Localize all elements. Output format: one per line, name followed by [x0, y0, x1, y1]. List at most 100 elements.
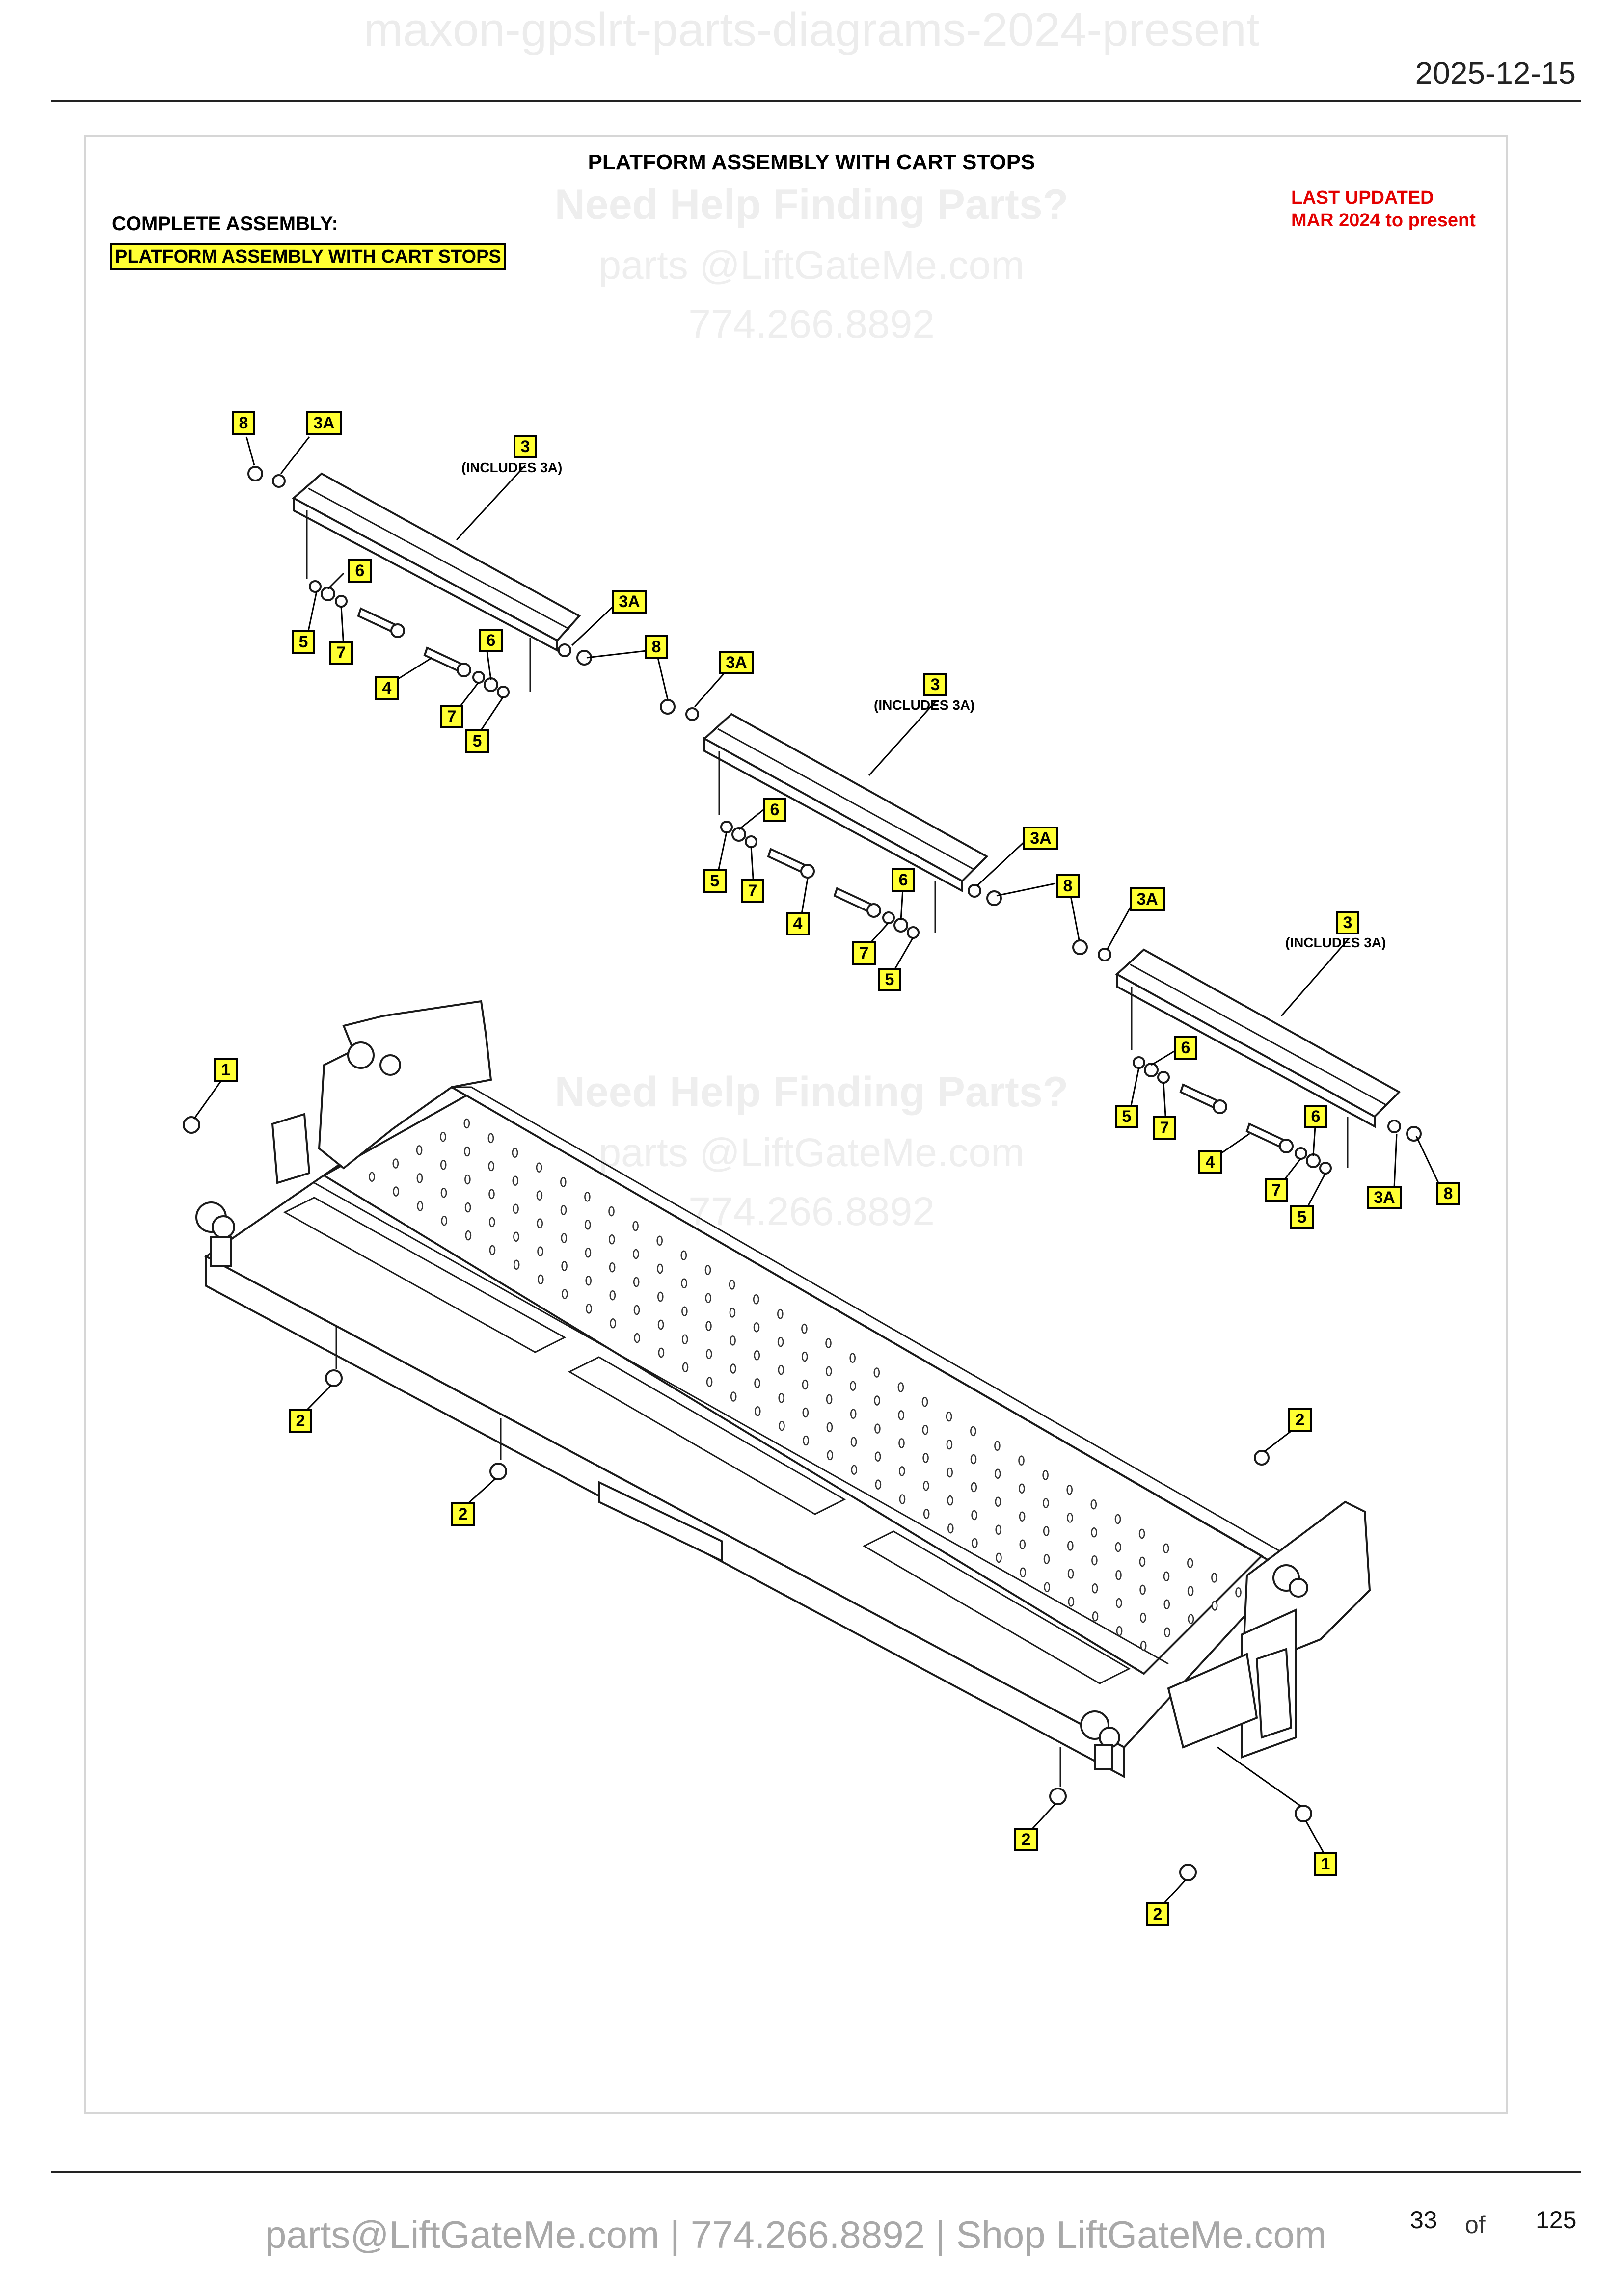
deck-tread-dot [754, 1350, 760, 1361]
deck-tread-dot [753, 1322, 760, 1333]
deck-tread-dot [1140, 1640, 1147, 1651]
watermark-email-top: parts @LiftGateMe.com [598, 243, 1025, 288]
callout-2: 2 [289, 1409, 312, 1433]
deck-tread-dot [1020, 1567, 1026, 1577]
callout-7: 7 [741, 879, 764, 903]
deck-tread-dot [970, 1454, 977, 1465]
callout-7: 7 [1265, 1178, 1288, 1202]
deck-tread-dot [633, 1277, 640, 1287]
deck-tread-dot [513, 1231, 519, 1242]
deck-tread-dot [802, 1379, 809, 1390]
callout-8: 8 [1056, 874, 1080, 898]
svg-text:7: 7 [337, 643, 346, 662]
deck-tread-dot [416, 1145, 423, 1155]
deck-tread-dot [1187, 1586, 1194, 1596]
callout-5: 5 [1290, 1205, 1314, 1229]
deck-tread-dot [489, 1217, 495, 1228]
svg-text:3: 3 [931, 675, 940, 694]
deck-tread-dot [826, 1394, 833, 1405]
deck-tread-dot [561, 1233, 568, 1243]
deck-tread-dot [488, 1161, 494, 1172]
deck-tread-dot [513, 1259, 520, 1270]
deck-tread-dot [536, 1190, 543, 1201]
deck-tread-dot [1187, 1558, 1193, 1568]
watermark-phone-top: 774.266.8892 [688, 302, 935, 347]
svg-text:7: 7 [748, 881, 757, 900]
page-of: of [1465, 2211, 1486, 2239]
deck-tread-dot [850, 1381, 856, 1391]
deck-tread-dot [874, 1395, 880, 1406]
deck-tread-dot [825, 1338, 832, 1349]
deck-tread-dot [971, 1510, 977, 1521]
deck-tread-dot [464, 1174, 471, 1185]
deck-tread-dot [1092, 1611, 1099, 1622]
platform-body [195, 1000, 1371, 1787]
svg-text:3: 3 [521, 437, 530, 456]
deck-tread-dot [682, 1362, 689, 1373]
deck-tread-dot [584, 1192, 591, 1202]
deck-tread-dot [416, 1173, 423, 1183]
callout-8: 8 [232, 411, 255, 435]
deck-tread-dot [850, 1409, 857, 1419]
cart-stop-middle [703, 713, 989, 933]
complete-assembly-label: COMPLETE ASSEMBLY: [112, 213, 338, 235]
deck-tread-dot [706, 1377, 713, 1387]
deck-tread-dot [1114, 1514, 1121, 1524]
callout-8: 8 [1436, 1182, 1460, 1205]
deck-tread-dot [1139, 1556, 1146, 1567]
deck-tread-dot [753, 1294, 759, 1305]
svg-text:8: 8 [1063, 877, 1073, 895]
deck-tread-dot [488, 1189, 495, 1200]
deck-tread-dot [1043, 1554, 1050, 1564]
deck-tread-dot [730, 1391, 737, 1402]
callout-1: 1 [1314, 1852, 1337, 1876]
deck-tread-dot [899, 1494, 906, 1504]
deck-tread-dot [1067, 1569, 1074, 1579]
deck-tread-dot [994, 1441, 1001, 1451]
deck-tread-dot [1163, 1571, 1170, 1582]
deck-tread-dot [970, 1426, 976, 1437]
header-watermark: maxon-gpslrt-parts-diagrams-2024-present [363, 3, 1260, 56]
watermark-phone-mid: 774.266.8892 [688, 1189, 935, 1234]
page-total: 125 [1536, 2206, 1577, 2234]
deck-tread-dot [440, 1159, 447, 1170]
deck-tread-dot [584, 1220, 591, 1230]
deck-tread-dot [441, 1215, 448, 1226]
deck-tread-dot [777, 1336, 784, 1347]
callout-6: 6 [348, 559, 372, 583]
deck-tread-dot [538, 1274, 544, 1284]
svg-text:6: 6 [1311, 1107, 1321, 1126]
svg-text:7: 7 [1160, 1119, 1169, 1137]
svg-text:8: 8 [239, 414, 248, 432]
watermark-help-top: Need Help Finding Parts? [554, 181, 1069, 228]
deck-tread-dot [489, 1245, 496, 1255]
callout-5: 5 [703, 869, 727, 893]
deck-tread-dot [465, 1230, 472, 1241]
last-updated-range: MAR 2024 to present [1291, 210, 1476, 231]
deck-texture [369, 1118, 1242, 1651]
callout-3a: 3A [1130, 887, 1165, 911]
deck-tread-dot [873, 1367, 880, 1378]
callout-3: 3 [1336, 911, 1359, 934]
callout-3a: 3A [612, 590, 647, 614]
svg-text:3: 3 [1343, 913, 1352, 932]
includes-note-2: (INCLUDES 3A) [874, 697, 974, 713]
svg-text:6: 6 [770, 801, 780, 819]
svg-text:3A: 3A [313, 414, 334, 432]
deck-tread-dot [971, 1482, 977, 1493]
deck-tread-dot [946, 1439, 953, 1450]
deck-tread-dot [560, 1177, 567, 1187]
deck-tread-dot [464, 1202, 471, 1213]
deck-tread-dot [1067, 1513, 1073, 1523]
svg-text:3A: 3A [619, 592, 640, 611]
deck-tread-dot [1163, 1599, 1170, 1610]
callout-3a: 3A [719, 651, 754, 674]
deck-tread-dot [778, 1364, 784, 1375]
svg-text:5: 5 [473, 732, 482, 750]
diagram-title: PLATFORM ASSEMBLY WITH CART STOPS [588, 150, 1035, 174]
deck-tread-dot [874, 1451, 881, 1462]
deck-tread-dot [754, 1378, 760, 1388]
page-number: 33 [1410, 2206, 1437, 2234]
footer-contact-links[interactable]: parts@LiftGateMe.com | 774.266.8892 | Sh… [265, 2213, 1326, 2256]
watermark-help-mid: Need Help Finding Parts? [554, 1068, 1069, 1116]
